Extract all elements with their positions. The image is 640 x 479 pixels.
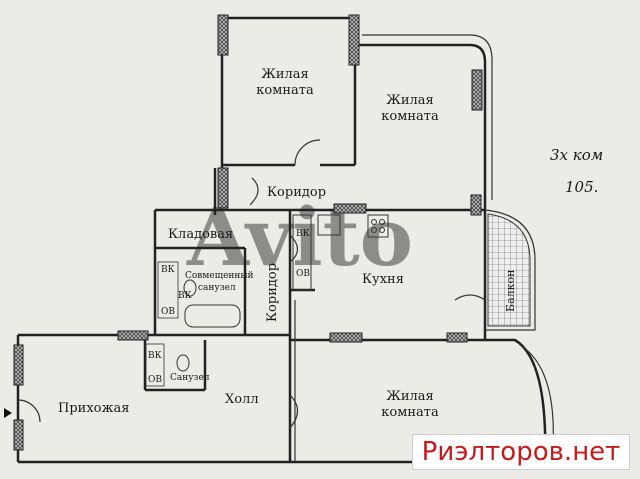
room-label-balcony: Балкон — [504, 270, 517, 312]
fixture-code-ov1: ОВ — [296, 269, 310, 279]
entry-arrow-icon — [4, 408, 12, 418]
realtor-logo: Риэлторов.нет — [412, 434, 630, 470]
room-label-corridor-top: Коридор — [267, 185, 326, 200]
bathroom-fixtures — [145, 261, 241, 387]
room-label-hall: Холл — [225, 392, 259, 407]
room-label-living3-line2: комната — [381, 405, 439, 420]
room-label-living1-line2: комната — [256, 83, 314, 98]
room-label-entry: Прихожая — [58, 401, 129, 416]
handwritten-area: 105. — [565, 178, 598, 196]
room-label-living2-line2: комната — [381, 109, 439, 124]
kitchen-fixtures — [292, 214, 389, 291]
fixture-code-ov2: ОВ — [161, 307, 175, 317]
fixture-code-vk3: ВК — [148, 351, 162, 361]
room-label-living2-line1: Жилая — [386, 93, 433, 108]
fixture-code-vk1: ВК — [296, 229, 310, 239]
room-label-living1-line1: Жилая — [261, 67, 308, 82]
fixture-code-ov3: ОВ — [148, 375, 162, 385]
room-label-kitchen: Кухня — [362, 272, 404, 287]
room-label-pantry: Кладовая — [168, 227, 233, 242]
room-label-wc: Санузел — [170, 373, 210, 383]
windows — [13, 14, 483, 451]
room-label-living3-line1: Жилая — [386, 389, 433, 404]
room-label-bathroom-line2: санузел — [198, 283, 236, 293]
room-label-bathroom-line1: Совмещенный — [185, 271, 254, 281]
handwritten-rooms-count: 3х ком — [550, 146, 603, 164]
doors — [17, 139, 486, 429]
fixture-code-vk2: ВК — [161, 265, 175, 275]
balcony-floor — [487, 213, 531, 327]
room-label-corridor-vertical: Коридор — [265, 263, 280, 322]
fixture-code-vk4: ВК — [178, 291, 192, 301]
